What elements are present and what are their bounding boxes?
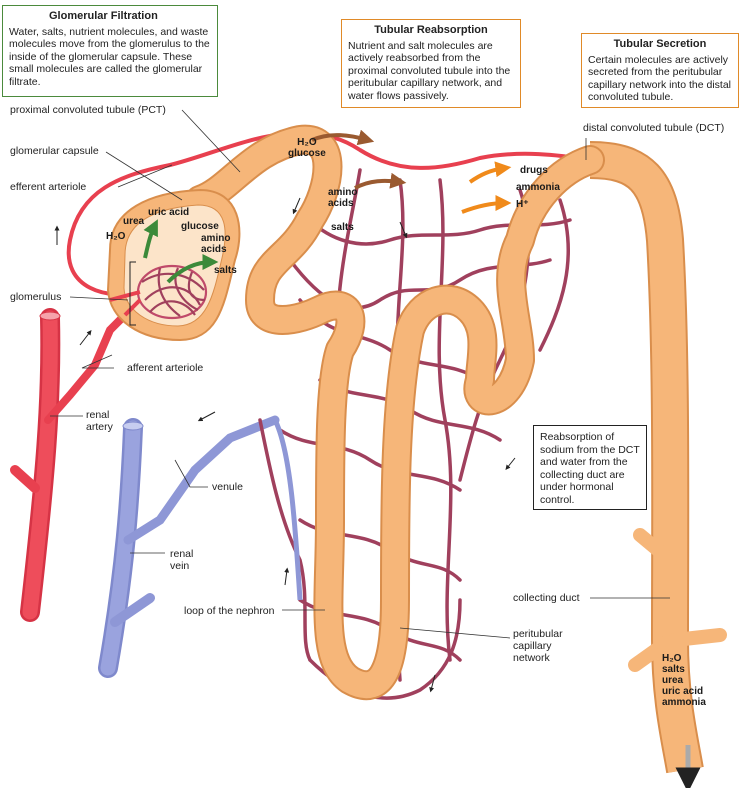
mol-h2o-glucose-reabs: H₂O glucose bbox=[288, 137, 326, 159]
filtration-arrow-1 bbox=[143, 219, 158, 259]
label-venule: venule bbox=[212, 481, 243, 493]
label-dct: distal convoluted tubule (DCT) bbox=[583, 122, 725, 134]
renal-vein bbox=[98, 415, 280, 678]
tubular-reabsorption-box: Tubular Reabsorption Nutrient and salt m… bbox=[341, 19, 521, 108]
label-pct: proximal convoluted tubule (PCT) bbox=[10, 104, 166, 116]
mol-amino-acids-reabs: amino acids bbox=[328, 187, 358, 209]
tubular-reabsorption-body: Nutrient and salt molecules are actively… bbox=[348, 39, 511, 102]
label-renal-vein: renal vein bbox=[170, 548, 194, 572]
mol-glucose-capsule: glucose bbox=[181, 221, 219, 232]
secretion-arrow-2 bbox=[461, 195, 512, 214]
mol-drugs: drugs bbox=[520, 165, 548, 176]
label-efferent-arteriole: efferent arteriole bbox=[10, 181, 87, 193]
mol-urine-list: H₂O salts urea uric acid ammonia bbox=[662, 653, 706, 708]
reabsorption-arrow-1 bbox=[311, 129, 375, 146]
mol-uric-acid: uric acid bbox=[148, 207, 190, 218]
tubular-secretion-title: Tubular Secretion bbox=[613, 38, 707, 50]
tubular-secretion-body: Certain molecules are actively secreted … bbox=[588, 53, 731, 104]
mol-ammonia: ammonia bbox=[516, 182, 560, 193]
label-peritubular-network: peritubular capillary network bbox=[513, 628, 563, 664]
mol-urea: urea bbox=[123, 216, 145, 227]
filtration-arrow-2 bbox=[166, 254, 219, 284]
mol-amino-acids-capsule: amino acids bbox=[201, 233, 231, 255]
glomerulus bbox=[109, 264, 208, 320]
label-afferent-arteriole: afferent arteriole bbox=[127, 362, 204, 374]
label-glomerulus: glomerulus bbox=[10, 291, 62, 303]
mol-salts-reabs: salts bbox=[331, 222, 354, 233]
mol-h-plus: H⁺ bbox=[516, 199, 529, 210]
label-glomerular-capsule: glomerular capsule bbox=[10, 145, 99, 157]
label-collecting-duct: collecting duct bbox=[513, 592, 580, 604]
collecting-duct bbox=[589, 141, 727, 788]
mol-salts-capsule: salts bbox=[214, 265, 237, 276]
tubular-reabsorption-title: Tubular Reabsorption bbox=[374, 24, 488, 36]
label-loop-of-nephron: loop of the nephron bbox=[184, 605, 275, 617]
nephron-tubule bbox=[185, 124, 605, 701]
blood-flow-arrows bbox=[54, 197, 516, 693]
mol-h2o-capsule: H₂O bbox=[106, 231, 126, 242]
reabsorption-arrow-2 bbox=[354, 172, 407, 190]
leader-lines bbox=[50, 109, 670, 639]
venule bbox=[272, 418, 303, 601]
efferent-arteriole bbox=[66, 130, 591, 297]
hormonal-control-box: Reabsorption of sodium from the DCT and … bbox=[533, 425, 647, 510]
hormonal-control-body: Reabsorption of sodium from the DCT and … bbox=[540, 431, 640, 506]
glomerular-filtration-body: Water, salts, nutrient molecules, and wa… bbox=[9, 25, 210, 88]
renal-artery bbox=[10, 308, 129, 622]
label-renal-artery: renal artery bbox=[86, 409, 113, 433]
glomerular-filtration-title: Glomerular Filtration bbox=[49, 10, 158, 22]
tubular-secretion-box: Tubular Secretion Certain molecules are … bbox=[581, 33, 739, 108]
glomerular-filtration-box: Glomerular Filtration Water, salts, nutr… bbox=[2, 5, 218, 97]
glomerulus-bracket bbox=[129, 261, 136, 326]
secretion-arrow-1 bbox=[468, 161, 512, 184]
